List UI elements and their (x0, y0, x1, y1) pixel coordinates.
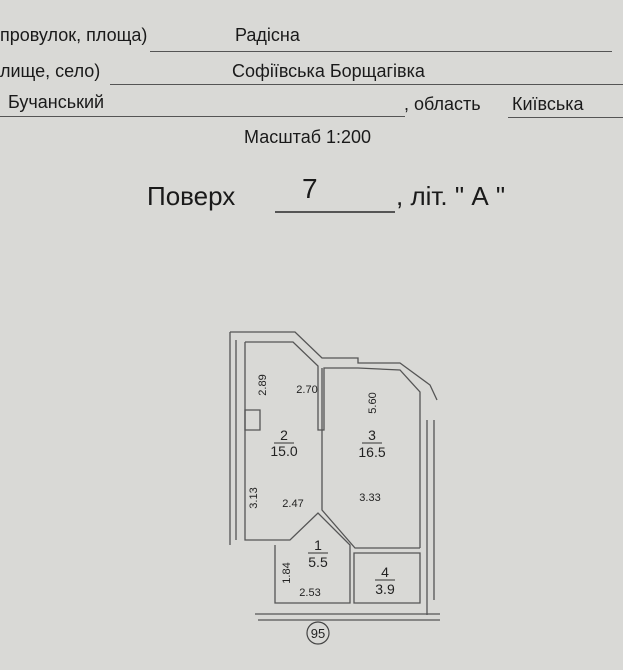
dim-2-47: 2.47 (282, 498, 303, 510)
room-1-number: 1 (314, 537, 322, 553)
scale-text: Масштаб 1:200 (244, 127, 372, 147)
district-underline (0, 116, 405, 117)
dim-2-89: 2.89 (257, 374, 269, 395)
dim-3-13: 3.13 (248, 487, 260, 508)
outer-wall-top (230, 331, 438, 401)
liter-label: , літ. " А " (396, 181, 506, 211)
floor-underline (275, 211, 395, 213)
shaft (244, 409, 261, 431)
floor-number: 7 (302, 173, 318, 204)
room-3-number: 3 (368, 427, 376, 443)
apartment-number-circle (306, 621, 330, 645)
outer-walls (255, 420, 440, 621)
settlement-label: лище, село) (0, 61, 101, 81)
room-4-walls (353, 552, 421, 604)
dim-2-70: 2.70 (296, 384, 317, 396)
street-label: провулок, площа) (0, 25, 148, 45)
room-2-area: 15.0 (270, 443, 297, 459)
dim-2-53: 2.53 (299, 587, 320, 599)
room-1-area: 5.5 (308, 554, 328, 570)
dim-5-60: 5.60 (367, 392, 379, 413)
dim-3-33: 3.33 (359, 492, 380, 504)
settlement-value: Софіївська Борщагівка (232, 61, 425, 81)
floor-label: Поверх (147, 181, 236, 211)
apartment-number: 95 (311, 626, 325, 641)
room-4-number: 4 (381, 564, 389, 580)
district-value: Бучанський (8, 92, 105, 112)
room-2-number: 2 (280, 427, 288, 443)
left-wall (229, 332, 237, 545)
region-label: , область (404, 94, 481, 114)
street-value: Радісна (235, 25, 300, 45)
room-3-area: 16.5 (358, 444, 385, 460)
settlement-underline (110, 84, 623, 85)
region-value: Київська (512, 94, 584, 114)
dim-1-84: 1.84 (281, 562, 293, 583)
inner-wall (245, 341, 421, 548)
room-2-1-walls (244, 342, 351, 604)
room-3-walls (321, 368, 420, 549)
region-underline (508, 117, 623, 118)
room-4-area: 3.9 (375, 581, 395, 597)
street-underline (150, 51, 612, 52)
